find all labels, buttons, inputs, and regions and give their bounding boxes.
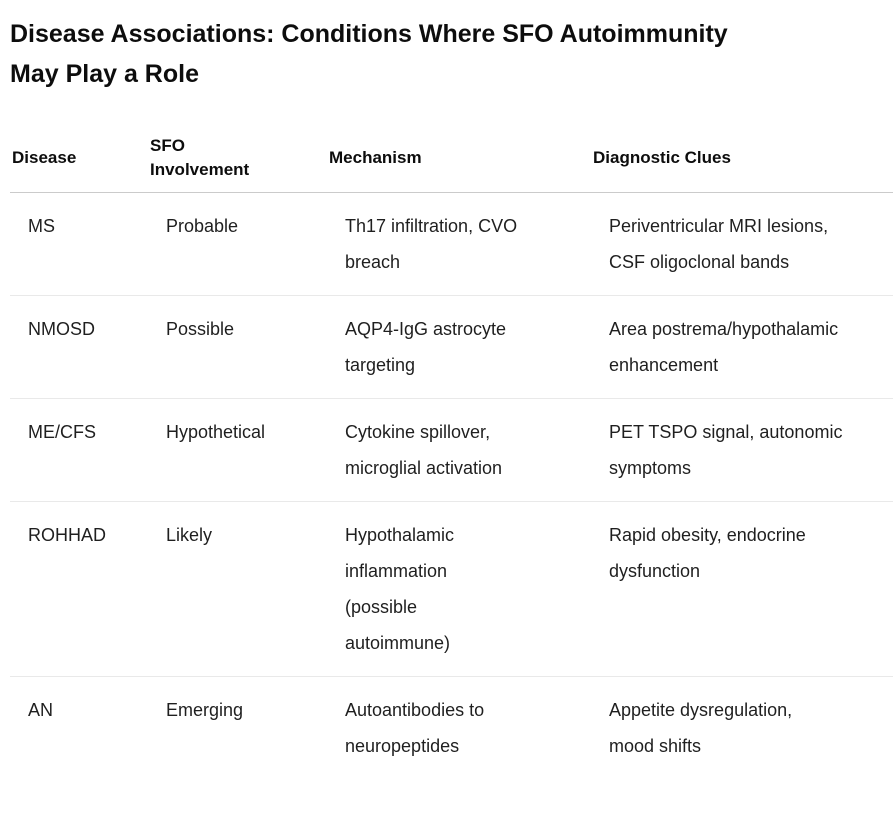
column-header-diagnostic-clues: Diagnostic Clues [591,114,893,193]
table-row-ms: MS Probable Th17 infiltration, CVO breac… [10,192,893,296]
cell-sfo-involvement: Emerging [166,700,244,720]
table-row-nmosd: NMOSD Possible AQP4-IgG astrocyte target… [10,295,893,399]
cell-diagnostic-clues: Rapid obesity, endocrine dysfunction [591,501,893,677]
column-header-sfo-involvement: SFO Involvement [148,114,327,193]
table-row-an: AN Emerging Autoantibodies to neuropepti… [10,677,893,780]
cell-disease: NMOSD [10,295,148,399]
cell-disease: AN [28,700,54,720]
cell-mechanism: Hypothalamic inflammation (possible auto… [327,501,591,677]
cell-sfo-involvement: Possible [148,295,327,399]
cell-diagnostic-clues: PET TSPO signal, autonomic symptoms [591,398,893,502]
header-row: Disease SFO Involvement Mechanism Diagno… [10,114,893,193]
cell-diagnostic-clues: Periventricular MRI lesions, CSF oligocl… [591,192,893,296]
table-row-rohhad: ROHHAD Likely Hypothalamic inflammation … [10,501,893,677]
cell-mechanism: AQP4-IgG astrocyte targeting [327,295,591,399]
cell-disease: ROHHAD [10,501,148,677]
cell-diagnostic-clues: Appetite dysregulation, mood shifts [609,700,793,756]
page-title: Disease Associations: Conditions Where S… [10,20,728,88]
cell-mechanism: Cytokine spillover, microglial activatio… [327,398,591,502]
cell-disease: MS [10,192,148,296]
cell-disease: ME/CFS [10,398,148,502]
table-row-mecfs: ME/CFS Hypothetical Cytokine spillover, … [10,398,893,502]
cell-sfo-involvement: Likely [148,501,327,677]
column-header-mechanism: Mechanism [327,114,591,193]
cell-sfo-involvement: Hypothetical [148,398,327,502]
column-header-disease: Disease [10,114,148,193]
cell-sfo-involvement: Probable [148,192,327,296]
cell-mechanism: Autoantibodies to neuropeptides [345,700,485,756]
disease-associations-table: Disease SFO Involvement Mechanism Diagno… [10,114,893,779]
cell-diagnostic-clues: Area postrema/hypothalamic enhancement [591,295,893,399]
cell-mechanism: Th17 infiltration, CVO breach [327,192,591,296]
